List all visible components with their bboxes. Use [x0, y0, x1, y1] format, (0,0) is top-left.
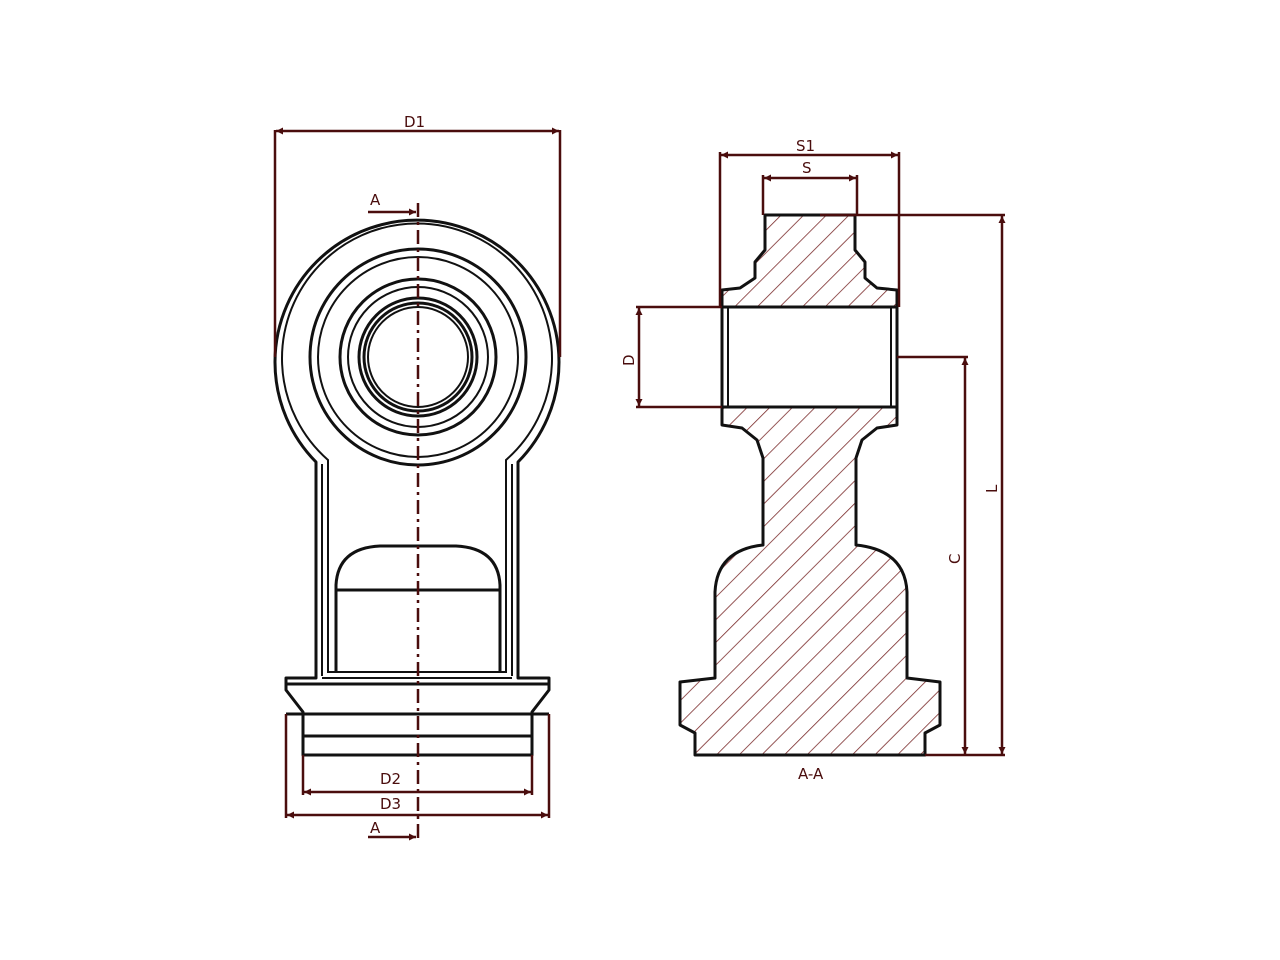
c-label: C	[946, 554, 964, 564]
section-mark-top-label: A	[370, 191, 381, 209]
s1-label: S1	[796, 137, 815, 155]
section-bore	[720, 305, 899, 409]
d2-label: D2	[380, 770, 401, 788]
bore-inner	[367, 306, 469, 408]
d-label: D	[620, 354, 638, 366]
section-mark-bottom-label: A	[370, 819, 381, 837]
section-body-lower	[678, 405, 942, 757]
section-view: S1 S D C L A-A	[620, 137, 1006, 783]
s-label: S	[802, 159, 812, 177]
l-label: L	[983, 484, 1001, 493]
d3-label: D3	[380, 795, 401, 813]
section-title: A-A	[798, 765, 824, 783]
d1-label: D1	[404, 113, 425, 131]
eye-inner-outline	[281, 222, 553, 673]
section-body	[720, 213, 899, 309]
front-view: A A D1 D2 D3	[273, 113, 562, 841]
